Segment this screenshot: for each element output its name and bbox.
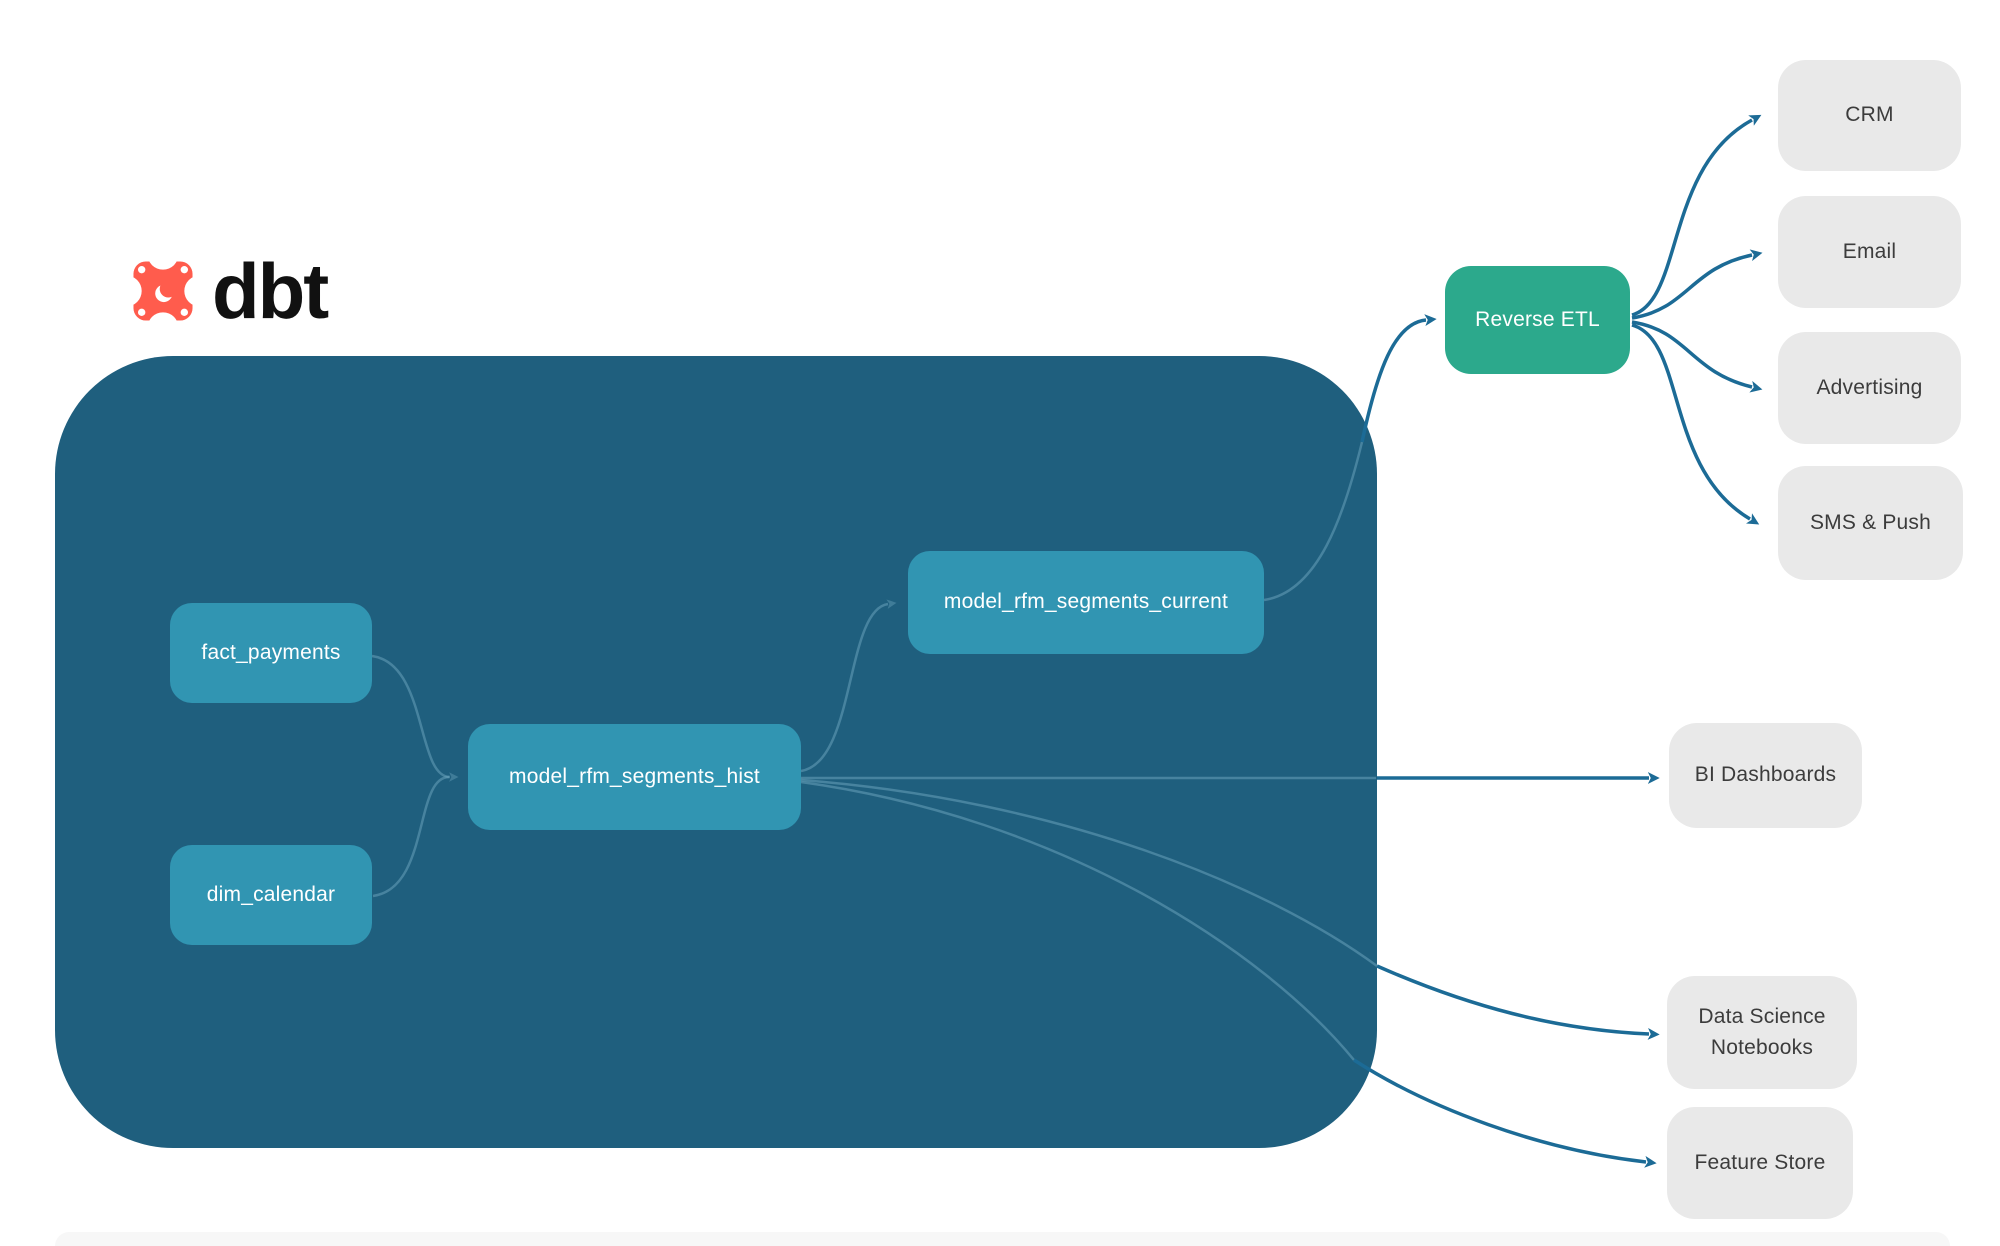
- node-label: Feature Store: [1694, 1150, 1826, 1174]
- node-crm: CRM: [1778, 60, 1961, 171]
- node-label: Advertising: [1816, 375, 1923, 399]
- node-email: Email: [1778, 196, 1961, 308]
- dbt-logo-text: dbt: [212, 247, 329, 335]
- node-reverse-etl: Reverse ETL: [1445, 266, 1630, 374]
- node-label: SMS & Push: [1809, 510, 1932, 534]
- node-bi-dashboards: BI Dashboards: [1669, 723, 1862, 828]
- node-advertising: Advertising: [1778, 332, 1961, 444]
- node-label: dim_calendar: [206, 882, 336, 906]
- node-label: BI Dashboards: [1694, 763, 1837, 787]
- node-label: fact_payments: [201, 640, 341, 664]
- edge-hist-to-notebooks: [1376, 964, 1660, 1040]
- node-label: model_rfm_segments_current: [943, 590, 1229, 614]
- node-label: Email: [1842, 239, 1897, 263]
- node-feature-store: Feature Store: [1667, 1107, 1853, 1219]
- dbt-logo-icon: [122, 250, 204, 332]
- node-label: model_rfm_segments_hist: [509, 764, 760, 788]
- edge-reverse-etl-to-advertising: [1631, 320, 1763, 393]
- edge-hist-to-feature-store: [1353, 1058, 1657, 1168]
- edge-reverse-etl-to-email: [1631, 249, 1763, 320]
- node-model-rfm-segments-hist: model_rfm_segments_hist: [468, 724, 801, 830]
- node-label: Data Science Notebooks: [1698, 1005, 1826, 1059]
- edge-reverse-etl-to-crm: [1631, 114, 1762, 317]
- node-fact-payments: fact_payments: [170, 603, 372, 703]
- bottom-page-edge: [55, 1232, 1950, 1246]
- dbt-logo: dbt: [122, 247, 329, 335]
- node-label: CRM: [1845, 103, 1894, 127]
- node-label: Reverse ETL: [1475, 307, 1600, 331]
- node-data-science-notebooks: Data Science Notebooks: [1667, 976, 1857, 1089]
- node-model-rfm-segments-current: model_rfm_segments_current: [908, 551, 1264, 654]
- edge-current-to-reverse-etl: [1360, 314, 1437, 443]
- node-sms-push: SMS & Push: [1778, 466, 1963, 580]
- edge-reverse-etl-to-sms: [1631, 323, 1760, 525]
- node-dim-calendar: dim_calendar: [170, 845, 372, 945]
